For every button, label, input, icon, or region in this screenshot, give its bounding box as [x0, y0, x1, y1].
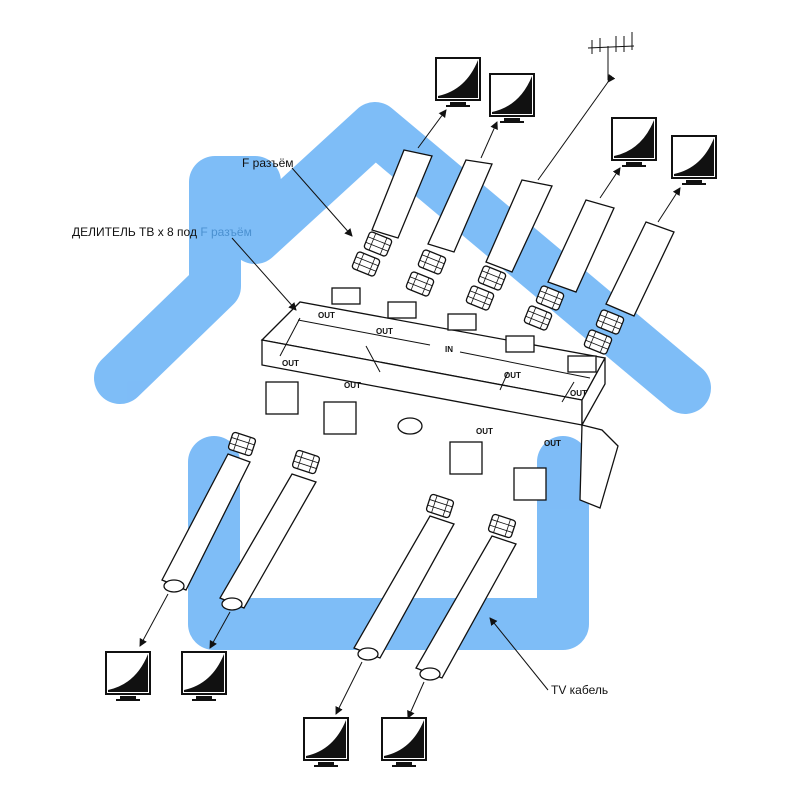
port-label-out-5: OUT — [504, 371, 521, 380]
signal-arrow — [657, 187, 681, 223]
splitter-icon — [260, 287, 619, 509]
signal-arrow — [335, 661, 363, 715]
port-label-out-4: OUT — [344, 381, 361, 390]
signal-arrow — [407, 681, 425, 719]
tv-screen-icon — [489, 73, 535, 124]
antenna-icon — [587, 32, 635, 80]
label-splitter: ДЕЛИТЕЛЬ ТВ х 8 под F разъём — [72, 225, 252, 239]
signal-arrow — [417, 109, 447, 149]
tv-screen-icon — [671, 135, 717, 186]
tv-screen-icon — [381, 717, 427, 768]
port-label-in: IN — [445, 345, 453, 354]
antenna-feed-line — [537, 73, 616, 181]
label-f-connector: F разъём — [242, 156, 294, 170]
port-label-out-8: OUT — [544, 439, 561, 448]
signal-arrow — [480, 121, 498, 159]
signal-arrow — [599, 167, 621, 199]
callout-line-cable — [489, 617, 549, 691]
coax-cable-icon — [371, 149, 675, 317]
tv-screen-icon — [303, 717, 349, 768]
label-splitter-suffix: F разъём — [200, 225, 252, 239]
callout-line-connector — [291, 167, 353, 237]
port-label-out-7: OUT — [476, 427, 493, 436]
signal-arrow — [139, 593, 169, 647]
label-tv-cable: TV кабель — [551, 683, 608, 697]
callout-line-splitter — [231, 237, 297, 311]
signal-arrow — [209, 611, 231, 649]
tv-screen-icon — [181, 651, 227, 702]
tv-screen-icon — [435, 57, 481, 108]
label-splitter-prefix: ДЕЛИТЕЛЬ ТВ х 8 под — [72, 225, 200, 239]
port-label-out-2: OUT — [376, 327, 393, 336]
port-label-out-1: OUT — [318, 311, 335, 320]
tv-screen-icon — [105, 651, 151, 702]
port-label-out-6: OUT — [570, 389, 587, 398]
port-label-out-3: OUT — [282, 359, 299, 368]
coax-cable-icon — [161, 453, 517, 681]
tv-screen-icon — [611, 117, 657, 168]
